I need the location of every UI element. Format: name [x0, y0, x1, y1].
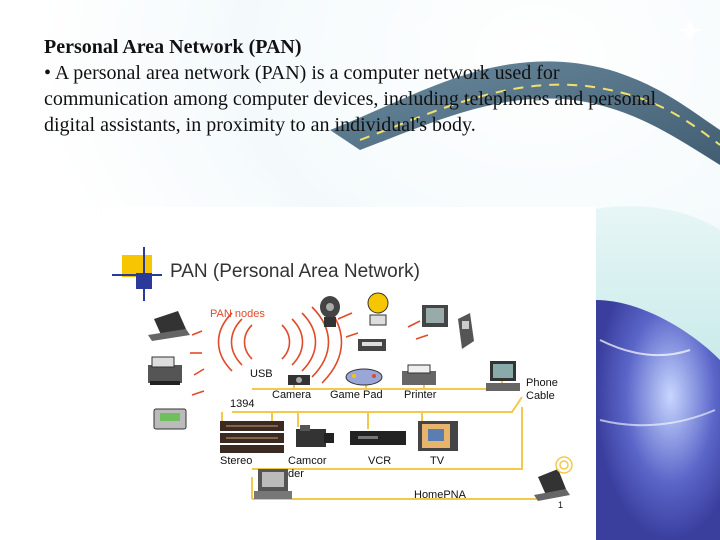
ieee1394-label: 1394	[230, 398, 254, 410]
slide-title: Personal Area Network (PAN)	[44, 36, 302, 58]
diagram-title: PAN (Personal Area Network)	[170, 261, 420, 282]
slide-text-block: Personal Area Network (PAN) • A personal…	[44, 34, 684, 138]
pan-diagram: PAN (Personal Area Network) PAN nodes	[102, 207, 596, 514]
printer-icon	[402, 364, 436, 385]
fax-machine-icon	[148, 356, 182, 385]
camcorder-label-line1: Camcor	[288, 455, 327, 467]
pager-icon	[153, 408, 187, 430]
pda-icon	[422, 305, 448, 327]
desktop-computer-icon	[486, 361, 520, 391]
camera-label: Camera	[272, 389, 312, 401]
camera-icon	[288, 375, 310, 385]
usb-label: USB	[250, 368, 273, 380]
laptop-icon	[148, 311, 190, 341]
tv-label: TV	[430, 455, 445, 467]
webcam-icon	[320, 296, 340, 327]
vcr-label: VCR	[368, 455, 391, 467]
slide-body-bullet: • A personal area network (PAN) is a com…	[44, 62, 657, 136]
scanner-icon	[358, 339, 386, 351]
page-number: 1	[558, 500, 563, 510]
game-pad-label: Game Pad	[330, 389, 383, 401]
camcorder-icon	[296, 425, 334, 447]
game-pad-icon	[345, 368, 383, 386]
camcorder-label-line2: der	[288, 468, 304, 480]
headset-icon	[367, 292, 389, 326]
wireless-laptop-icon	[534, 456, 573, 501]
mobile-phone-icon	[458, 313, 474, 349]
stereo-icon	[220, 421, 284, 453]
pan-nodes-label: PAN nodes	[210, 308, 265, 320]
phone-label: Phone	[526, 377, 558, 389]
tv-icon	[418, 421, 458, 451]
pan-diagram-svg: PAN (Personal Area Network) PAN nodes	[102, 207, 596, 514]
homepna-label: HomePNA	[414, 489, 467, 501]
home-computer-icon	[254, 469, 292, 499]
stereo-label: Stereo	[220, 455, 252, 467]
cable-label: Cable	[526, 390, 555, 402]
printer-label: Printer	[404, 389, 437, 401]
vcr-icon	[350, 431, 406, 445]
